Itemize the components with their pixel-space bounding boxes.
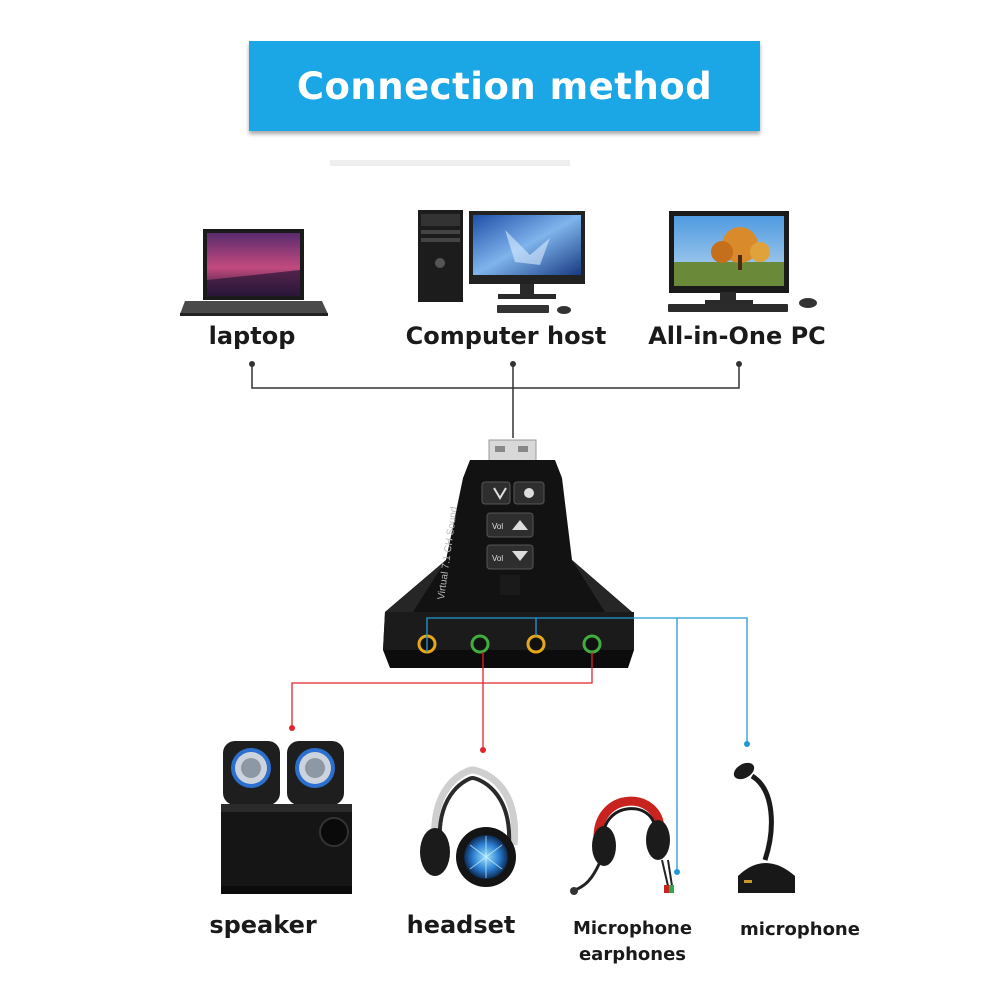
page-title: Connection method [296,64,713,108]
sound-card-vol-down-label: Vol [492,554,503,563]
output-label-mic-earphones-line2: earphones [578,944,687,965]
laptop-icon [180,229,328,316]
host-line-dot [736,361,742,367]
output-label-speaker: speaker [209,911,317,939]
output-label-mic-earphones: Microphone earphones [560,916,705,968]
title-banner: Connection method [249,41,760,131]
desktop-computer-icon [418,210,585,314]
speaker-icon [221,741,352,894]
usb-sound-card-icon [383,439,634,668]
speaker-line-dot [289,725,295,731]
output-label-mic-earphones-line1: Microphone [572,918,693,939]
microphone-icon [733,762,795,893]
host-line-dot [510,361,516,367]
all-in-one-pc-icon [668,211,817,312]
red-connection-lines [291,652,593,750]
output-label-headset: headset [406,911,516,939]
microphone-line-dot [744,741,750,747]
output-label-microphone: microphone [740,919,860,940]
microphone-earphones-icon [570,796,674,895]
headset-line-dot [480,747,486,753]
host-label-computer-host: Computer host [405,322,607,350]
sound-card-vol-up-label: Vol [492,522,503,531]
blue-connection-lines [426,617,748,870]
headset-icon [420,766,519,887]
host-line-dot [249,361,255,367]
host-label-laptop: laptop [208,322,296,350]
host-label-all-in-one: All-in-One PC [648,322,826,350]
mic-earphones-line-dot [674,869,680,875]
host-connection-lines [251,364,740,438]
